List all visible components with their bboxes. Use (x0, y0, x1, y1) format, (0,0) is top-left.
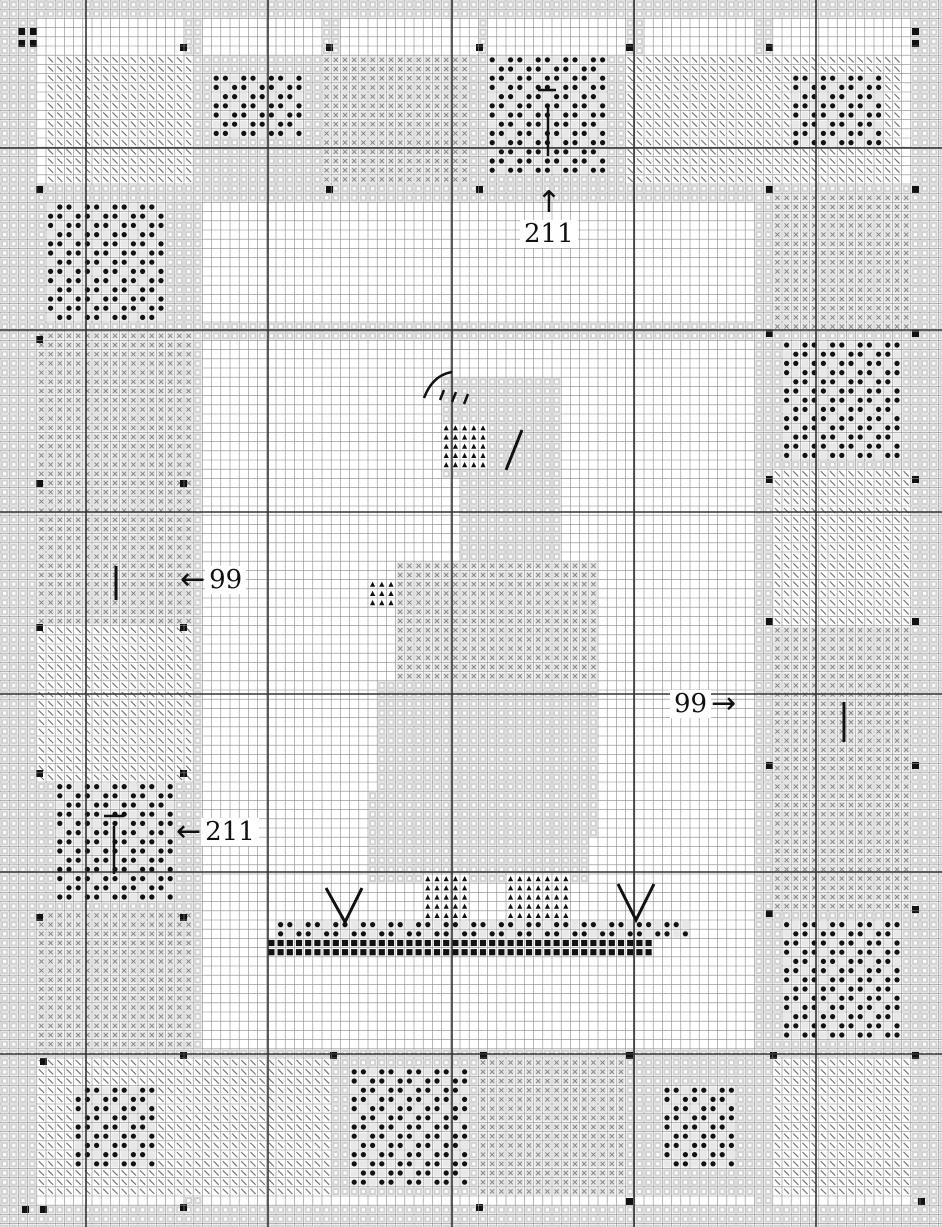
callout-211-top: ↑ 211 (520, 186, 578, 248)
callout-label: 211 (201, 818, 259, 846)
right-v-marker-icon (618, 884, 654, 920)
callout-label: 99 (670, 690, 711, 718)
arrow-left-icon: ← (180, 566, 205, 594)
callout-label: 211 (520, 220, 578, 248)
callout-label: 99 (205, 566, 246, 594)
arrow-up-icon: ↑ (536, 186, 561, 220)
callout-99-right: 99 → (670, 690, 736, 718)
callout-211-left: ← 211 (176, 818, 259, 846)
callout-99-left: ← 99 (180, 566, 246, 594)
arrow-right-icon: → (711, 690, 736, 718)
arrow-left-icon: ← (176, 818, 201, 846)
